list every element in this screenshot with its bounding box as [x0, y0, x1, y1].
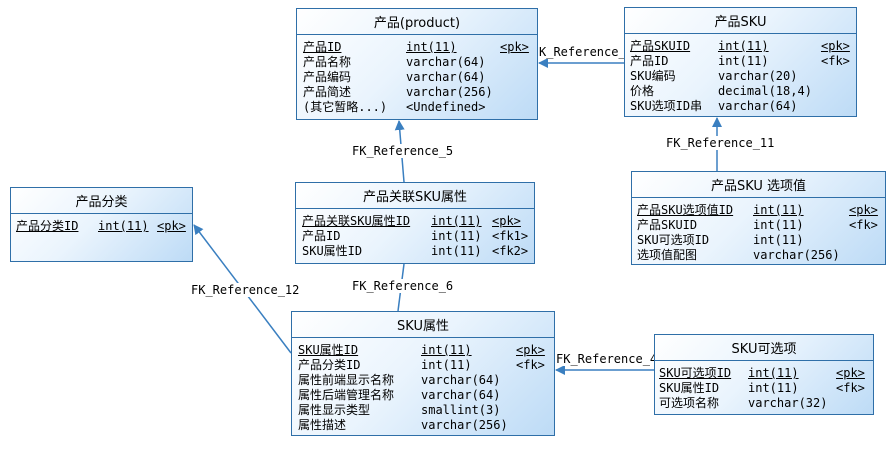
entity-title: SKU属性: [292, 312, 554, 338]
entity-product[interactable]: 产品(product) 产品ID int(11) <pk> 产品名称 varch…: [296, 8, 538, 120]
attr-name: 产品ID: [630, 54, 669, 68]
entity-attributes: 产品关联SKU属性ID int(11) <pk> 产品ID int(11) <f…: [296, 209, 534, 265]
attr-name: 产品ID: [302, 229, 341, 243]
attr-type: varchar(20): [718, 69, 798, 83]
entity-attributes: 产品SKU选项值ID int(11) <pk> 产品SKUID int(11) …: [632, 198, 885, 266]
attr-name: SKU属性ID: [302, 244, 363, 258]
attr-name: 属性描述: [298, 418, 347, 432]
attr-type: int(11): [753, 233, 804, 247]
attr-name: SKU属性ID: [659, 381, 720, 395]
attr-type: int(11): [753, 203, 804, 217]
attr-type: varchar(256): [406, 85, 493, 99]
attr-name: SKU编码: [630, 69, 676, 83]
attr-type: decimal(18,4): [718, 84, 812, 98]
attr-name: (其它暂略...): [303, 100, 388, 114]
attr-type: varchar(256): [421, 418, 508, 432]
attr-name: SKU选项ID串: [630, 99, 703, 113]
attr-name: 可选项名称: [659, 396, 720, 410]
attr-name: 产品编码: [303, 70, 352, 84]
attr-name: 价格: [630, 84, 655, 98]
attr-key: <pk>: [849, 203, 878, 217]
attr-type: int(11): [98, 219, 149, 233]
ref-label-11: FK_Reference_11: [665, 136, 776, 150]
attr-type: int(11): [421, 358, 472, 372]
entity-product-sku[interactable]: 产品SKU 产品SKUID int(11) <pk> 产品ID int(11) …: [624, 7, 857, 117]
entity-title: 产品(product): [297, 9, 537, 35]
entity-sku-attr[interactable]: SKU属性 SKU属性ID int(11) <pk> 产品分类ID int(11…: [291, 311, 555, 436]
attr-type: int(11): [718, 54, 769, 68]
attr-type: int(11): [753, 218, 804, 232]
entity-attributes: SKU可选项ID int(11) <pk> SKU属性ID int(11) <f…: [655, 361, 873, 417]
entity-attributes: SKU属性ID int(11) <pk> 产品分类ID int(11) <fk>…: [292, 338, 554, 438]
attr-type: int(11): [431, 244, 482, 258]
attr-type: int(11): [748, 381, 799, 395]
attr-name: 产品简述: [303, 85, 352, 99]
attr-key: <pk>: [821, 39, 850, 53]
attr-name: 属性后端管理名称: [298, 388, 395, 402]
entity-category[interactable]: 产品分类 产品分类ID int(11) <pk>: [10, 187, 193, 262]
entity-title: 产品SKU 选项值: [632, 172, 885, 198]
attr-key: <pk>: [157, 219, 186, 233]
attr-type: smallint(3): [421, 403, 501, 417]
entity-title: SKU可选项: [655, 335, 873, 361]
attr-key: <fk2>: [492, 244, 529, 258]
attr-name: 产品SKUID: [637, 218, 698, 232]
attr-type: <Undefined>: [406, 100, 486, 114]
attr-name: 产品SKUID: [630, 39, 691, 53]
entity-title: 产品关联SKU属性: [296, 183, 534, 209]
attr-name: 产品ID: [303, 40, 342, 54]
attr-name: SKU可选项ID: [637, 233, 710, 247]
entity-attributes: 产品分类ID int(11) <pk>: [11, 214, 192, 264]
attr-name: SKU属性ID: [298, 343, 359, 357]
attr-key: <pk>: [492, 214, 521, 228]
entity-title: 产品SKU: [625, 8, 856, 34]
attr-type: int(11): [406, 40, 457, 54]
attr-type: varchar(64): [421, 388, 501, 402]
attr-key: <fk>: [516, 358, 545, 372]
attr-type: varchar(256): [753, 248, 840, 262]
attr-type: varchar(64): [406, 55, 486, 69]
attr-name: 产品分类ID: [16, 219, 79, 233]
ref-label-5: FK_Reference_5: [351, 144, 455, 158]
attr-key: <fk>: [836, 381, 865, 395]
attr-key: <fk>: [821, 54, 850, 68]
attr-key: <pk>: [836, 366, 865, 380]
ref-label-top: K_Reference_: [538, 45, 627, 59]
attr-type: int(11): [718, 39, 769, 53]
attr-key: <fk>: [849, 218, 878, 232]
attr-key: <pk>: [516, 343, 545, 357]
ref-label-4: FK_Reference_4: [555, 352, 659, 366]
attr-type: varchar(64): [406, 70, 486, 84]
attr-type: varchar(64): [718, 99, 798, 113]
entity-sku-option[interactable]: SKU可选项 SKU可选项ID int(11) <pk> SKU属性ID int…: [654, 334, 874, 415]
attr-name: 属性前端显示名称: [298, 373, 395, 387]
attr-type: varchar(32): [748, 396, 828, 410]
entity-attributes: 产品SKUID int(11) <pk> 产品ID int(11) <fk> S…: [625, 34, 856, 118]
attr-name: 产品名称: [303, 55, 352, 69]
attr-type: int(11): [431, 229, 482, 243]
ref-label-12: FK_Reference_12: [190, 283, 301, 297]
attr-name: 产品关联SKU属性ID: [302, 214, 411, 228]
attr-type: varchar(64): [421, 373, 501, 387]
attr-key: <pk>: [500, 40, 529, 54]
entity-attributes: 产品ID int(11) <pk> 产品名称 varchar(64) 产品编码 …: [297, 35, 537, 119]
attr-name: 选项值配图: [637, 248, 698, 262]
attr-name: 属性显示类型: [298, 403, 371, 417]
entity-product-sku-attr[interactable]: 产品关联SKU属性 产品关联SKU属性ID int(11) <pk> 产品ID …: [295, 182, 535, 264]
attr-name: SKU可选项ID: [659, 366, 732, 380]
attr-type: int(11): [748, 366, 799, 380]
attr-type: int(11): [431, 214, 482, 228]
attr-key: <fk1>: [492, 229, 529, 243]
attr-name: 产品分类ID: [298, 358, 361, 372]
attr-type: int(11): [421, 343, 472, 357]
attr-name: 产品SKU选项值ID: [637, 203, 734, 217]
ref-label-6: FK_Reference_6: [351, 279, 455, 293]
entity-title: 产品分类: [11, 188, 192, 214]
entity-sku-option-value[interactable]: 产品SKU 选项值 产品SKU选项值ID int(11) <pk> 产品SKUI…: [631, 171, 886, 265]
